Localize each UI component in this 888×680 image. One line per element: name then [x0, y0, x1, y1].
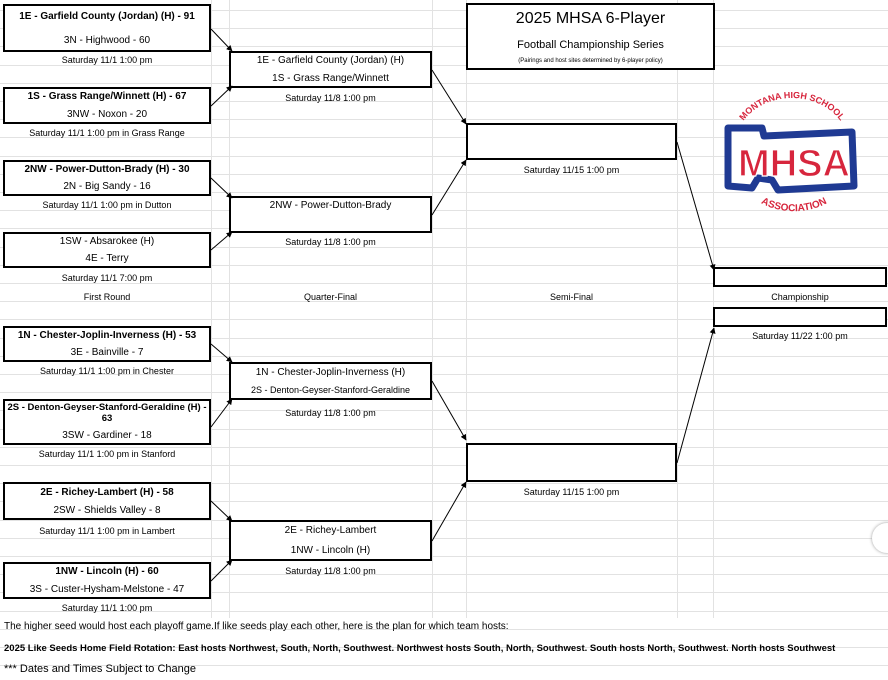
label-first-round: First Round: [83, 292, 131, 302]
quarter-final-game-1-top: 1E - Garfield County (Jordan) (H): [256, 55, 405, 66]
first-round-game-4-home: 1SW - Absarokee (H): [59, 236, 155, 247]
first-round-game-7-home: 2E - Richey-Lambert (H) - 58: [40, 486, 174, 498]
quarter-final-game-1-bottom: 1S - Grass Range/Winnett: [272, 73, 389, 84]
logo-main-text: MHSA: [738, 143, 850, 185]
first-round-game-3: [3, 160, 211, 196]
first-round-game-3-home: 2NW - Power-Dutton-Brady (H) - 30: [24, 164, 190, 175]
semi-final-game-2-date: Saturday 11/15 1:00 pm: [523, 486, 620, 497]
quarter-final-game-4: [229, 520, 432, 561]
mhsa-logo: MONTANA HIGH SCHOOL MHSA ASSOCIATION: [724, 92, 858, 214]
championship-bottom: [713, 307, 887, 327]
first-round-game-4: [3, 232, 211, 268]
title-subtitle: Football Championship Series: [517, 39, 664, 51]
semi-final-game-2: [466, 443, 677, 482]
first-round-game-5-away: 3E - Bainville - 7: [70, 347, 144, 358]
footer-host-note: The higher seed would host each playoff …: [4, 621, 509, 632]
title-note: (Pairings and host sites determined by 6…: [518, 58, 663, 64]
first-round-game-6-away: 3SW - Gardiner - 18: [62, 430, 152, 441]
first-round-game-5-date: Saturday 11/1 1:00 pm in Chester: [40, 365, 174, 376]
first-round-game-6: [3, 399, 211, 445]
first-round-game-3-date: Saturday 11/1 1:00 pm in Dutton: [42, 199, 172, 210]
footer-rotation: 2025 Like Seeds Home Field Rotation: Eas…: [4, 643, 836, 654]
label-semi-final: Semi-Final: [549, 292, 593, 302]
title-main: 2025 MHSA 6-Player: [515, 10, 666, 27]
montana-outline: [724, 124, 858, 194]
first-round-game-2-away: 3NW - Noxon - 20: [66, 109, 148, 120]
quarter-final-game-4-date: Saturday 11/8 1:00 pm: [285, 565, 376, 576]
quarter-final-game-2-top: 2NW - Power-Dutton-Brady: [269, 200, 392, 211]
first-round-game-2-date: Saturday 11/1 1:00 pm in Grass Range: [29, 127, 185, 138]
first-round-game-8-date: Saturday 11/1 1:00 pm: [61, 602, 153, 613]
semi-final-game-1-top: [466, 124, 677, 141]
quarter-final-game-3: [229, 362, 432, 400]
first-round-game-2: [3, 87, 211, 124]
first-round-game-8-home: 1NW - Lincoln (H) - 60: [55, 566, 159, 577]
first-round-game-5: [3, 326, 211, 362]
first-round-game-2-home: 1S - Grass Range/Winnett (H) - 67: [27, 91, 187, 102]
first-round-game-7-away: 2SW - Shields Valley - 8: [53, 504, 161, 516]
semi-final-game-1-date: Saturday 11/15 1:00 pm: [523, 164, 620, 175]
first-round-game-4-away: 4E - Terry: [85, 253, 129, 264]
title-box: 2025 MHSA 6-Player Football Championship…: [466, 3, 715, 70]
quarter-final-game-2: [229, 196, 432, 233]
first-round-game-7: [3, 482, 211, 520]
first-round-game-1-home: 1E - Garfield County (Jordan) (H) - 91: [19, 10, 195, 22]
semi-final-game-1: [466, 123, 677, 160]
quarter-final-game-1: [229, 51, 432, 88]
first-round-game-1: [3, 4, 211, 52]
logo-bottom-text: ASSOCIATION: [759, 196, 828, 214]
first-round-game-7-date: Saturday 11/1 1:00 pm in Lambert: [39, 525, 175, 536]
quarter-final-game-3-bottom: 2S - Denton-Geyser-Stanford-Geraldine: [250, 384, 411, 395]
first-round-game-4-date: Saturday 11/1 7:00 pm: [61, 272, 153, 283]
first-round-game-1-date: Saturday 11/1 1:00 pm: [61, 54, 153, 65]
first-round-game-6-date: Saturday 11/1 1:00 pm in Stanford: [38, 448, 176, 459]
first-round-game-8-away: 3S - Custer-Hysham-Melstone - 47: [29, 584, 185, 595]
championship-bottom-team: [713, 308, 887, 326]
quarter-final-game-2-bottom: [229, 215, 432, 232]
label-quarter-final: Quarter-Final: [303, 292, 357, 302]
quarter-final-game-4-top: 2E - Richey-Lambert: [284, 525, 377, 536]
side-panel-toggle-icon[interactable]: [872, 523, 888, 553]
first-round-game-6-home: 2S - Denton-Geyser-Stanford-Geraldine (H…: [7, 402, 207, 424]
label-championship: Championship: [771, 292, 829, 302]
semi-final-game-1-bottom: [466, 142, 677, 159]
logo-top-text: MONTANA HIGH SCHOOL: [737, 92, 847, 123]
semi-final-game-2-bottom: [466, 463, 677, 481]
championship-top: [713, 267, 887, 287]
first-round-game-8: [3, 562, 211, 599]
quarter-final-game-3-date: Saturday 11/8 1:00 pm: [285, 407, 376, 418]
championship-date: Saturday 11/22 1:00 pm: [752, 330, 848, 341]
footer-disclaimer: *** Dates and Times Subject to Change: [4, 663, 197, 675]
quarter-final-game-1-date: Saturday 11/8 1:00 pm: [285, 92, 376, 103]
first-round-game-5-home: 1N - Chester-Joplin-Inverness (H) - 53: [17, 330, 197, 341]
first-round-game-3-away: 2N - Big Sandy - 16: [63, 181, 151, 192]
quarter-final-game-2-date: Saturday 11/8 1:00 pm: [285, 236, 376, 247]
quarter-final-game-4-bottom: 1NW - Lincoln (H): [290, 545, 371, 556]
quarter-final-game-3-top: 1N - Chester-Joplin-Inverness (H): [255, 366, 406, 378]
first-round-game-1-away: 3N - Highwood - 60: [63, 34, 151, 46]
championship-top-team: [713, 268, 887, 286]
semi-final-game-2-top: [466, 444, 677, 462]
